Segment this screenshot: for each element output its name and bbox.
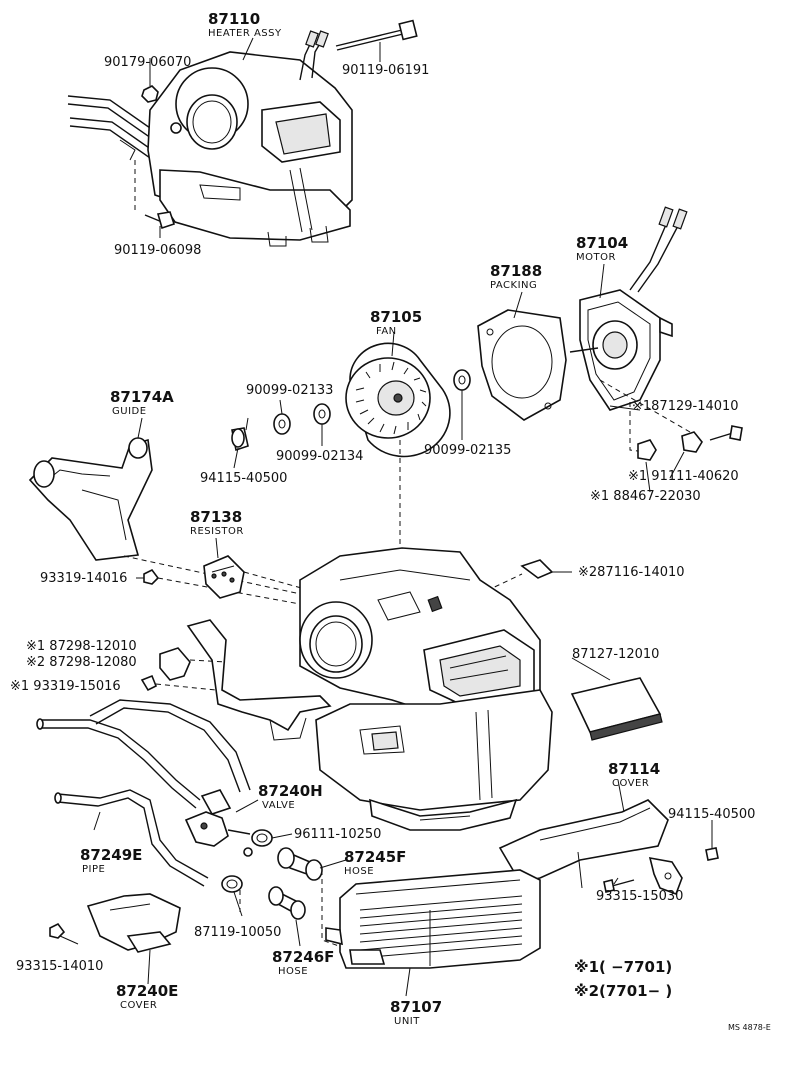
label-93315-15030: 93315-15030 <box>596 889 683 904</box>
label-94115-40500-a: 94115-40500 <box>200 471 287 486</box>
guide-illustration <box>28 437 153 561</box>
hose-87245f-pn: 87245F <box>344 848 406 866</box>
label-90099-02135: 90099-02135 <box>424 443 511 458</box>
label-90099-02133: 90099-02133 <box>246 383 333 398</box>
washers-illustration <box>231 369 471 452</box>
label-90179-06070: 90179-06070 <box>104 55 191 70</box>
label-87119-10050: 87119-10050 <box>194 925 281 940</box>
label-87116-14010: ※287116-14010 <box>578 565 685 580</box>
bracket-illustration <box>186 619 332 741</box>
label-93319-14016: 93319-14016 <box>40 571 127 586</box>
cover-87240e-illustration <box>49 893 181 953</box>
label-94115-40500-b: 94115-40500 <box>668 807 755 822</box>
label-93315-14010: 93315-14010 <box>16 959 103 974</box>
unit-name: UNIT <box>394 1016 420 1027</box>
guide-pn: 87174A <box>110 388 174 406</box>
label-90119-06191: 90119-06191 <box>342 63 429 78</box>
label-91111-40620: ※1 91111-40620 <box>628 469 739 484</box>
packing-name: PACKING <box>490 280 537 291</box>
resistor-name: RESISTOR <box>190 526 244 537</box>
heater-assy-illustration <box>67 30 353 247</box>
resistor-pn: 87138 <box>190 508 242 526</box>
hose-87246f-name: HOSE <box>278 966 308 977</box>
heater-assy-pn: 87110 <box>208 10 260 28</box>
cover-87114-pn: 87114 <box>608 760 660 778</box>
pipe-pn: 87249E <box>80 846 142 864</box>
label-88467-22030: ※1 88467-22030 <box>590 489 701 504</box>
figure-code: MS 4878-E <box>728 1023 771 1032</box>
label-87129-14010: ※187129-14010 <box>632 399 739 414</box>
pipe-name: PIPE <box>82 864 105 875</box>
nut-90179-illustration <box>141 85 159 103</box>
label-87298-12010: ※1 87298-12010 <box>26 639 137 654</box>
motor-hardware-illustration <box>599 379 743 461</box>
motor-name: MOTOR <box>576 252 616 263</box>
leader-lines <box>59 37 713 997</box>
guide-name: GUIDE <box>112 406 147 417</box>
fan-illustration <box>345 342 451 458</box>
label-96111-10250: 96111-10250 <box>294 827 381 842</box>
valve-assembly-illustration <box>36 699 323 920</box>
unit-pn: 87107 <box>390 998 442 1016</box>
fan-pn: 87105 <box>370 308 422 326</box>
label-87127-12010: 87127-12010 <box>572 647 659 662</box>
cover-87240e-pn: 87240E <box>116 982 178 1000</box>
clip-87298-illustration <box>140 647 227 692</box>
label-90119-06098: 90119-06098 <box>114 243 201 258</box>
hose-87246f-pn: 87246F <box>272 948 334 966</box>
valve-name: VALVE <box>262 800 295 811</box>
filter-illustration <box>570 677 663 741</box>
part-labels: 87110 HEATER ASSY 90179-06070 90119-0619… <box>10 10 771 1032</box>
valve-pn: 87240H <box>258 782 323 800</box>
main-heater-body-illustration <box>299 547 553 831</box>
note-1: ※1( −7701) <box>574 958 672 976</box>
fan-name: FAN <box>376 326 397 337</box>
cover-87114-name: COVER <box>612 778 649 789</box>
motor-pn: 87104 <box>576 234 628 252</box>
cover-87240e-name: COVER <box>120 1000 157 1011</box>
label-90099-02134: 90099-02134 <box>276 449 363 464</box>
screw-90119-06098-illustration <box>134 160 176 230</box>
heater-assy-name: HEATER ASSY <box>208 28 282 39</box>
label-87298-12080: ※2 87298-12080 <box>26 655 137 670</box>
label-93319-15016: ※1 93319-15016 <box>10 679 121 694</box>
hose-87245f-name: HOSE <box>344 866 374 877</box>
heater-core-illustration <box>321 869 541 969</box>
note-2: ※2(7701− ) <box>574 982 672 1000</box>
long-bolt-illustration <box>335 19 418 51</box>
packing-pn: 87188 <box>490 262 542 280</box>
packing-illustration <box>477 309 567 421</box>
